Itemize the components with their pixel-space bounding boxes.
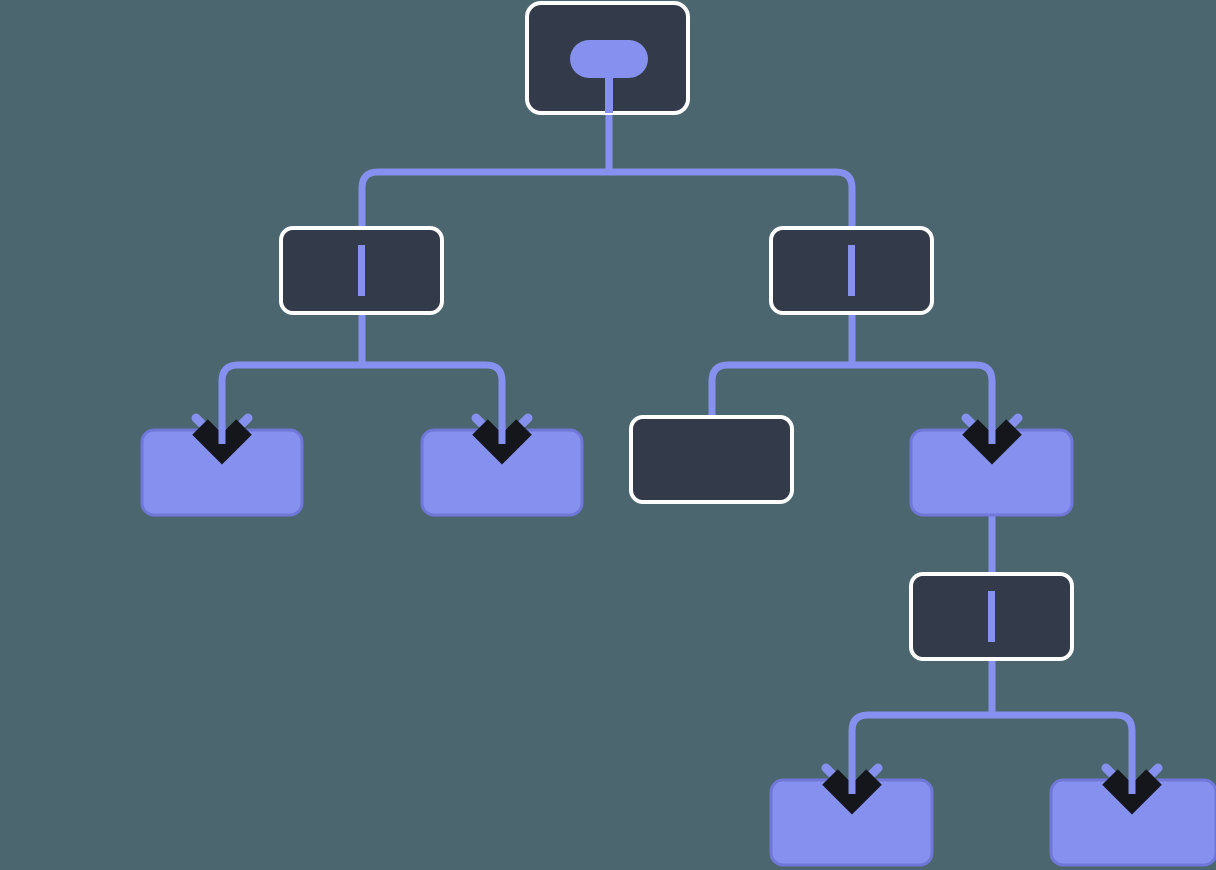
edge-l1-right-to-l2-d [852, 361, 996, 430]
node-l2-c[interactable] [629, 415, 794, 504]
edge-l1-right-to-l2-c [708, 361, 852, 417]
arrowhead-layer [191, 400, 1163, 815]
node-l1-left[interactable] [279, 226, 444, 315]
node-l2-c-body[interactable] [629, 415, 794, 504]
edge-root-to-l1-left [358, 168, 609, 228]
edge-l1-left-to-l2-a [218, 361, 362, 430]
arrowhead-into-l2-d [961, 400, 1023, 465]
node-l1-right[interactable] [769, 226, 934, 315]
connector-layer [218, 113, 1136, 780]
edge-l3-a-to-l4-a [848, 711, 992, 780]
edge-root-to-l1-right [609, 168, 856, 228]
arrowhead-into-l2-b [471, 400, 533, 465]
node-l3-a[interactable] [909, 572, 1074, 661]
edge-l1-left-to-l2-b [362, 361, 506, 430]
arrowhead-into-l4-b [1101, 750, 1163, 815]
node-root[interactable] [525, 1, 690, 115]
pin-head-icon [570, 40, 648, 78]
arrowhead-into-l4-a [821, 750, 883, 815]
node-layer [140, 1, 1216, 867]
arrowhead-into-l2-a [191, 400, 253, 465]
edge-l3-a-to-l4-b [992, 711, 1136, 780]
